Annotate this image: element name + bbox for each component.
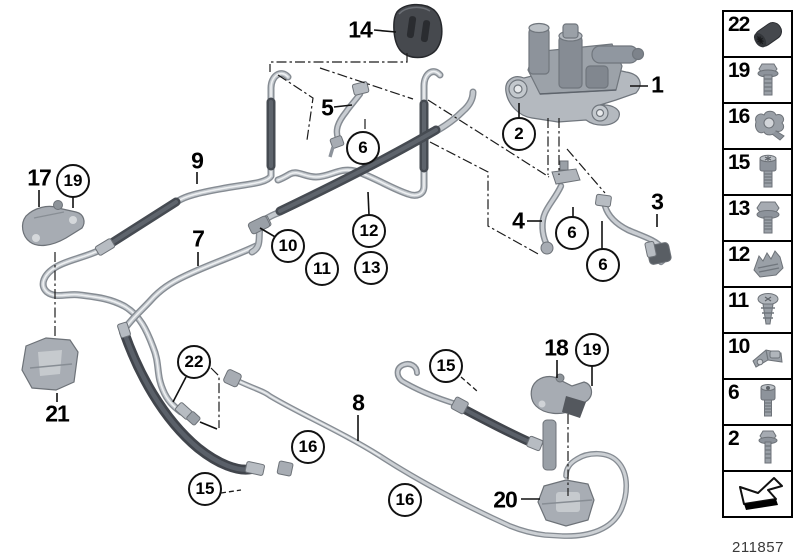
- hex-bolt-washer-icon: [756, 201, 780, 234]
- legend-number: 10: [728, 335, 750, 358]
- pipe-7: [120, 242, 260, 334]
- callout-18[interactable]: 18: [544, 334, 569, 361]
- clamp-10: [247, 215, 271, 235]
- rivet-screw-icon: [757, 293, 779, 325]
- legend-item-11[interactable]: 11: [722, 286, 793, 334]
- legend-number: 2: [728, 427, 740, 450]
- hose-sleeves: [105, 97, 539, 475]
- callout-19r[interactable]: 19: [575, 333, 609, 367]
- callout-5[interactable]: 5: [321, 94, 334, 121]
- pipe-4: [539, 182, 565, 247]
- pipe-9: [39, 70, 292, 416]
- parts-legend: 22 19 16 15: [722, 10, 793, 518]
- callout-10[interactable]: 10: [271, 229, 305, 263]
- callout-3[interactable]: 3: [651, 188, 664, 215]
- flange-bolt-icon: [757, 63, 779, 96]
- callout-1[interactable]: 1: [651, 71, 664, 98]
- part-14-rubber-bracket: [393, 3, 443, 59]
- callout-6c[interactable]: 6: [586, 248, 620, 282]
- callout-17[interactable]: 17: [27, 164, 52, 191]
- callout-2[interactable]: 2: [502, 117, 536, 151]
- cap-screw-icon: [760, 384, 776, 417]
- legend-item-16[interactable]: 16: [722, 102, 793, 150]
- flange-screw-icon: [758, 430, 778, 464]
- direction-arrow-icon: [739, 477, 783, 510]
- callout-15a[interactable]: 15: [188, 472, 222, 506]
- hose-15-dark: [121, 329, 255, 472]
- leader-lines-dashed: [220, 376, 478, 494]
- legend-number: 19: [728, 59, 750, 82]
- pipe-5: [333, 90, 364, 142]
- sleeve-valve-hose: [278, 128, 438, 213]
- callout-11[interactable]: 11: [305, 252, 339, 286]
- callout-8[interactable]: 8: [352, 389, 365, 416]
- valve-body: [505, 22, 645, 126]
- bracket-clip-icon: [752, 349, 783, 368]
- callout-4[interactable]: 4: [512, 207, 525, 234]
- pipe-16-8: [235, 378, 630, 539]
- callout-12[interactable]: 12: [352, 214, 386, 248]
- pipe-clamp-icon: [755, 110, 785, 141]
- socket-screw-icon: [759, 154, 777, 188]
- callout-16a[interactable]: 16: [291, 430, 325, 464]
- sleeve-pipe9: [108, 200, 178, 246]
- legend-item-22[interactable]: 22: [722, 10, 793, 58]
- legend-item-19[interactable]: 19: [722, 56, 793, 104]
- hose-20-dark: [460, 406, 536, 446]
- legend-item-arrow[interactable]: [722, 470, 793, 518]
- legend-item-2[interactable]: 2: [722, 424, 793, 472]
- leader-lines-dashdot: [54, 53, 606, 496]
- legend-number: 22: [728, 13, 750, 36]
- callout-6b[interactable]: 6: [555, 216, 589, 250]
- callout-19l[interactable]: 19: [56, 164, 90, 198]
- callout-9[interactable]: 9: [191, 147, 204, 174]
- legend-number: 16: [728, 105, 750, 128]
- legend-item-15[interactable]: 15: [722, 148, 793, 196]
- drawing-number: 211857: [732, 539, 784, 556]
- grommet-sleeve-icon: [753, 22, 782, 48]
- fittings: [94, 81, 672, 477]
- bracket-17: [21, 200, 85, 247]
- callout-6a[interactable]: 6: [346, 131, 380, 165]
- callout-16b[interactable]: 16: [388, 483, 422, 517]
- callout-20[interactable]: 20: [493, 486, 518, 513]
- bracket-18: [530, 373, 593, 418]
- rubber-holder-21: [21, 337, 79, 391]
- callout-13[interactable]: 13: [354, 251, 388, 285]
- legend-number: 6: [728, 381, 740, 404]
- callout-7[interactable]: 7: [192, 225, 205, 252]
- legend-item-6[interactable]: 6: [722, 378, 793, 426]
- serrated-clip-icon: [753, 250, 784, 278]
- pipe-hose-bottom-right: [394, 361, 557, 471]
- callout-15b[interactable]: 15: [429, 349, 463, 383]
- callout-14[interactable]: 14: [348, 16, 373, 43]
- legend-item-13[interactable]: 13: [722, 194, 793, 242]
- rubber-holder-20: [537, 479, 595, 527]
- callout-22[interactable]: 22: [177, 345, 211, 379]
- legend-item-10[interactable]: 10: [722, 332, 793, 380]
- legend-number: 13: [728, 197, 750, 220]
- legend-number: 15: [728, 151, 750, 174]
- legend-number: 11: [728, 289, 749, 312]
- legend-item-12[interactable]: 12: [722, 240, 793, 288]
- callout-21[interactable]: 21: [45, 400, 70, 427]
- legend-number: 12: [728, 243, 750, 266]
